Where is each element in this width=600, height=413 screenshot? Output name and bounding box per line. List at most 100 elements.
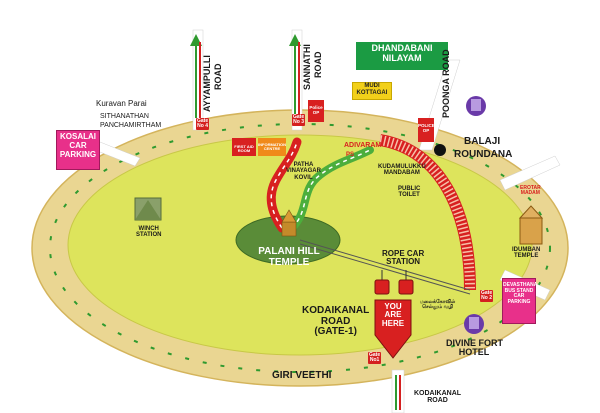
gate-no-1: Gate No1 [368,352,382,364]
label-ayyampulli-road: ROAD [213,63,223,91]
mudi-line2: KOTTAGAI [356,89,388,96]
gate4-line1: Gate [197,118,209,124]
road-arrows [190,34,401,410]
winch-icon [134,197,162,221]
kodai-line1: KODAIKANAL [302,305,370,316]
hotel-icon-bottom [464,314,484,334]
devasthana-bus-stand-parking-box: DEVASTHANA BUS STAND CAR PARKING [502,278,538,324]
palani-line2: TEMPLE [268,256,310,268]
tamil-line2: செல்லும் வழி [422,304,454,311]
gate3-line1: Gate [293,114,305,120]
idumban-line2: TEMPLE [514,253,539,260]
gate-no-4: Gate No 4 [196,118,210,130]
police-op-line2: OP [312,109,320,115]
rope-car-cable [299,239,471,291]
info-line1: INFORMATION [258,142,286,147]
kodai-line3: (GATE-1) [314,326,357,337]
label-sithanathan: SITHANATHAN [100,113,149,120]
first-aid-line1: FIRST AID [234,144,254,149]
label-kuravan-parai: Kuravan Parai [96,99,147,108]
gate1-line1: Gate [369,352,381,358]
police-marker [434,144,446,156]
kodai-line2: ROAD [320,315,351,327]
you-line1: YOU [384,302,402,311]
kosalai-line1: KOSALAI [60,132,96,141]
erotar-line2: MADAM [520,190,540,197]
dhandabani-line2: NILAYAM [382,52,422,63]
police-op-line1: Police [309,105,323,110]
police-op2-line1: POLICE [418,123,435,128]
devasthana-line2: BUS STAND [504,287,534,294]
kosalai-car-parking-box: KOSALAI CAR PARKING [56,130,100,170]
gate2-line2: No 2 [481,295,492,301]
label-rope-car-station: ROPE CAR STATION [382,249,425,267]
police-op2-line2: OP [422,127,430,133]
gate3-line2: No 3 [293,119,304,125]
first-aid-line2: ROOM [237,148,251,154]
you-are-here-pin-icon [374,299,412,359]
label-kudamulukku-mandabam: KUDAMULUKKU MANDABAM [378,164,426,177]
kodai-bottom-line2: ROAD [427,397,448,405]
winch-line2: STATION [136,232,162,239]
gate2-line1: Gate [481,290,493,296]
label-erotar-madam: EROTAR MADAM [520,185,541,197]
erotar-line1: EROTAR [520,185,541,191]
mudi-line1: MUDI [364,83,380,89]
kudamulukku-line2: MANDABAM [383,170,420,177]
divine-line2: HOTEL [458,347,490,358]
idumban-line1: IDUMBAN [512,247,541,253]
label-winch-station: WINCH STATION [136,226,161,239]
police-op-box-right: POLICE OP [418,118,435,142]
label-giri-veethi: GIRI VEETHI [272,370,332,381]
tamil-line1: மலைக்கோவில் [420,299,456,305]
label-panchamirtham: PANCHAMIRTHAM [100,122,162,129]
idumban-temple-icon [518,205,544,245]
label-public-toilet: PUBLIC TOILET [398,186,420,199]
devasthana-line1: DEVASTHANA [503,282,538,288]
you-line3: HERE [381,318,405,328]
first-aid-room-box: FIRST AID ROOM [232,138,256,156]
label-ayyampulli: AYYAMPULLI [202,55,212,112]
label-adivaram-ps: PS [346,152,355,158]
label-poonga-road: POONGA ROAD [441,49,451,118]
patha-line1: PATHA [293,162,314,168]
information-centre-box: INFORMATION CENTRE [258,138,286,156]
gate1-line2: No1 [369,357,380,363]
patha-line3: KOVIL [294,174,313,181]
gate-no-3: Gate No 3 [292,114,306,126]
rope-line1: ROPE CAR [382,249,425,258]
label-sannathi: SANNATHI [302,44,312,90]
patha-line2: VINAYAGAR [286,168,321,175]
rope-line2: STATION [386,257,421,267]
palani-line1: PALANI HILL [258,246,320,257]
police-op-box: Police OP [308,100,324,122]
label-sannathi-road: ROAD [313,51,323,79]
label-idumban-temple: IDUMBAN TEMPLE [512,247,540,260]
kudamulukku-line1: KUDAMULUKKU [378,164,426,170]
label-tamil-direction: மலைக்கோவில் செல்லும் வழி [420,299,456,311]
label-adivaram: ADIVARAM [344,142,382,149]
divine-line1: DIVINE FORT [446,338,504,348]
kosalai-line2: CAR [69,140,87,150]
label-you-are-here: YOU ARE HERE [375,302,411,328]
dhandabani-line1: DHANDABANI [371,43,433,53]
kosalai-line3: PARKING [59,149,97,159]
kodai-bottom-line1: KODAIKANAL [414,390,462,397]
hotel-icon-top [466,96,486,116]
gate-no-2: Gate No 2 [480,290,494,302]
devasthana-line3: CAR [513,293,525,299]
label-balaji: BALAJI [464,136,501,147]
label-kodaikanal-road-gate-1: KODAIKANAL ROAD (GATE-1) [302,305,370,338]
toilet-line1: PUBLIC [398,186,421,192]
toilet-line2: TOILET [398,192,420,199]
rope-car-icon [374,270,414,295]
mudi-kottagai-box: MUDI KOTTAGAI [352,82,392,100]
label-palani-hill-temple: PALANI HILL TEMPLE [254,246,324,268]
temple-tower-icon [281,209,297,237]
label-kodaikanal-road-bottom: KODAIKANAL ROAD [414,390,461,405]
gate4-line2: No 4 [197,123,208,129]
you-line2: ARE [384,310,402,320]
dhandabani-nilayam-box: DHANDABANI NILAYAM [356,42,448,70]
